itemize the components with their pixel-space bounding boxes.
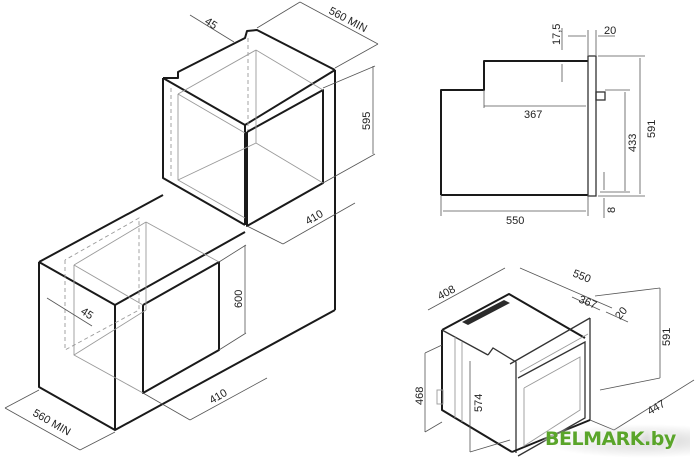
svg-text:447: 447 xyxy=(646,398,668,418)
upper-niche xyxy=(162,29,336,310)
svg-text:433: 433 xyxy=(627,134,639,152)
svg-text:45: 45 xyxy=(202,15,219,32)
svg-text:367: 367 xyxy=(524,109,542,121)
side-profile: 17,5 20 367 591 433 8 550 xyxy=(440,24,658,227)
svg-text:408: 408 xyxy=(436,283,458,302)
svg-text:20: 20 xyxy=(613,305,630,322)
svg-text:591: 591 xyxy=(646,120,658,138)
svg-text:468: 468 xyxy=(414,387,426,405)
watermark-logo: BELMARK.by xyxy=(545,428,676,450)
svg-text:550: 550 xyxy=(506,215,524,227)
svg-text:574: 574 xyxy=(473,394,485,412)
svg-text:550: 550 xyxy=(571,268,593,286)
lower-niche xyxy=(38,194,336,431)
svg-text:591: 591 xyxy=(661,328,673,346)
svg-text:410: 410 xyxy=(304,208,326,228)
svg-text:8: 8 xyxy=(606,207,618,213)
iso-oven: 408 550 367 20 591 447 468 574 xyxy=(414,267,695,457)
svg-text:17,5: 17,5 xyxy=(551,24,563,45)
watermark-shadow xyxy=(540,424,690,458)
svg-text:410: 410 xyxy=(208,387,230,407)
svg-text:45: 45 xyxy=(78,305,95,322)
svg-text:20: 20 xyxy=(604,25,616,37)
svg-text:600: 600 xyxy=(233,290,245,308)
column-dimensions: 45 560 MIN 595 410 600 45 410 560 MIN xyxy=(4,1,379,451)
svg-text:595: 595 xyxy=(361,112,373,130)
